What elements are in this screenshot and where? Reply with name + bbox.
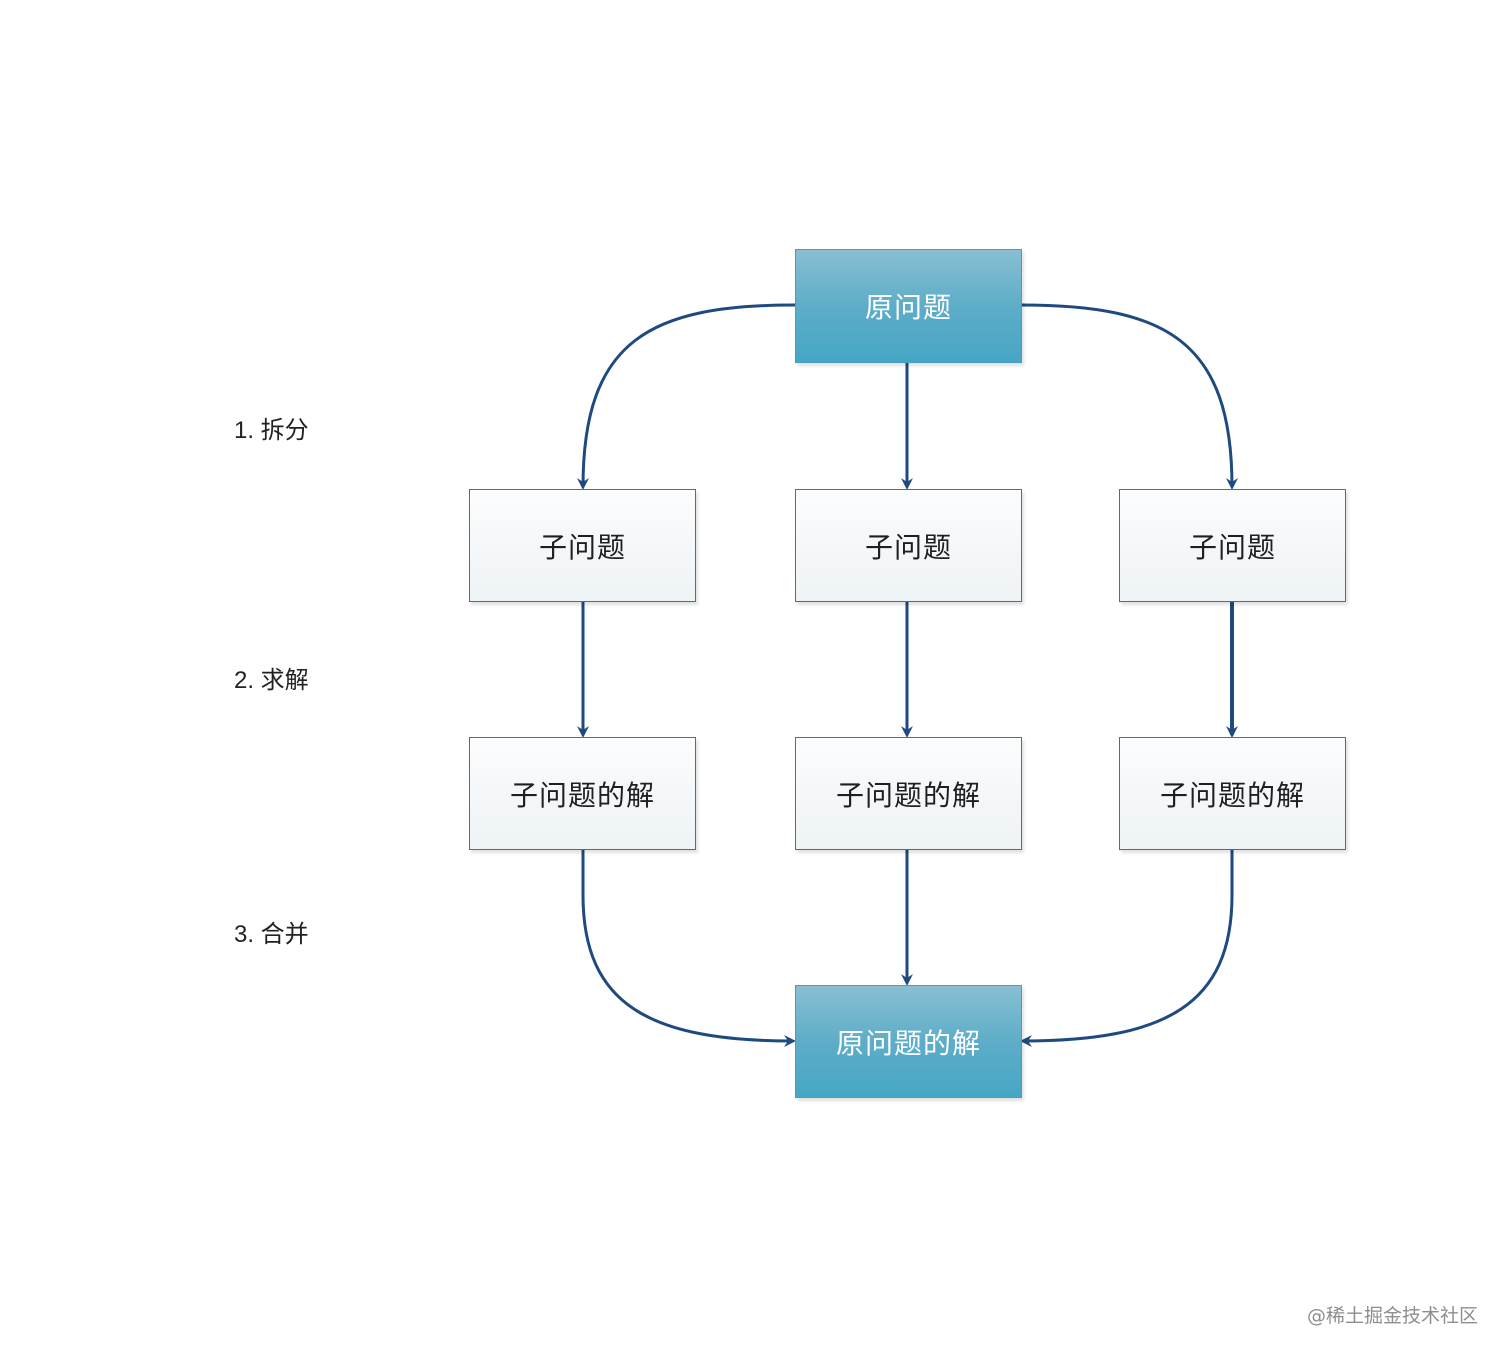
sub-solution-node-2: 子问题的解	[795, 737, 1022, 850]
sub-solution-node-1: 子问题的解	[469, 737, 696, 850]
sub-solution-label: 子问题的解	[835, 778, 981, 812]
sub-problem-node-2: 子问题	[795, 489, 1022, 602]
sub-solution-label: 子问题的解	[509, 778, 655, 812]
step-label-merge: 3. 合并	[234, 921, 309, 948]
watermark-text: @稀土掘金技术社区	[1306, 1305, 1478, 1327]
sub-problem-node-1: 子问题	[469, 489, 696, 602]
original-problem-label: 原问题	[864, 291, 952, 324]
sub-problem-node-3: 子问题	[1119, 489, 1346, 602]
sub-problem-label: 子问题	[538, 530, 626, 564]
original-problem-node: 原问题	[795, 249, 1022, 363]
original-solution-label: 原问题的解	[835, 1026, 981, 1060]
sub-problem-label: 子问题	[1188, 530, 1276, 564]
sub-problem-label: 子问题	[864, 530, 952, 564]
sub-solution-label: 子问题的解	[1159, 778, 1305, 812]
edge-merge-left	[581, 849, 796, 1047]
original-solution-node: 原问题的解	[795, 985, 1022, 1098]
edge-merge-right	[1020, 849, 1234, 1047]
step-label-solve: 2. 求解	[234, 667, 309, 694]
sub-solution-node-3: 子问题的解	[1119, 737, 1346, 850]
step-label-split: 1. 拆分	[234, 417, 309, 444]
edge-split-left	[577, 303, 796, 490]
edge-split-right	[1020, 303, 1238, 490]
